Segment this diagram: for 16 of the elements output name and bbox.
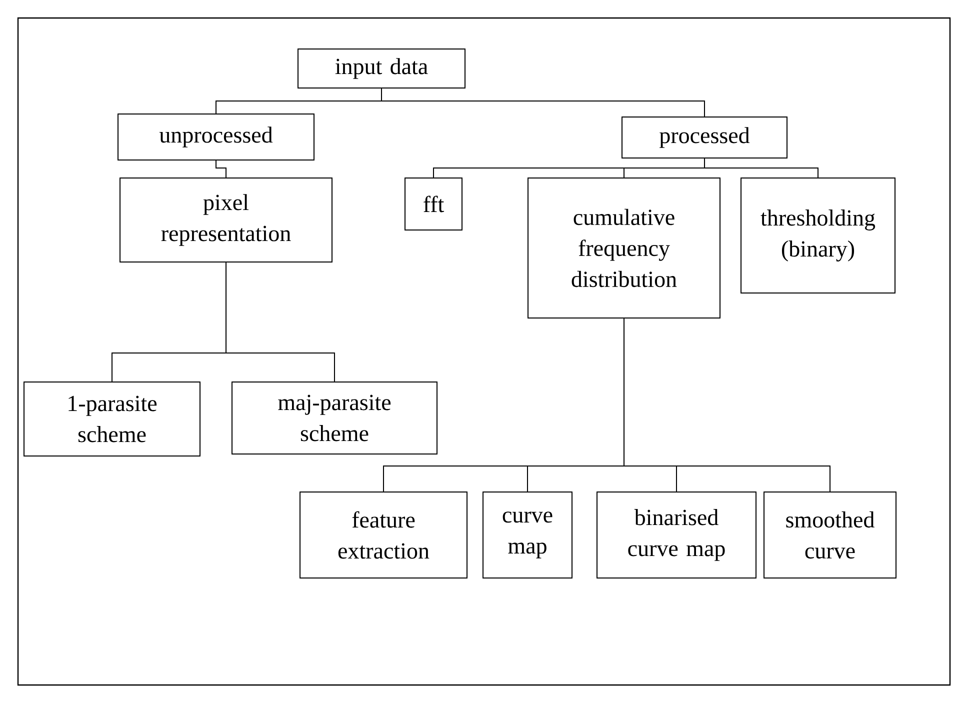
tree-box: pixel representation — [120, 178, 332, 262]
tree-box: input data — [298, 48, 466, 88]
tree-box: processed — [622, 116, 788, 158]
connector-line — [216, 160, 226, 178]
connector-line — [226, 262, 335, 382]
connector-line — [704, 158, 818, 178]
tree-box: 1-parasite scheme — [24, 382, 200, 456]
tree-box: binarised curve map — [596, 492, 756, 578]
tree-box: maj-parasite scheme — [232, 382, 438, 454]
tree-box: feature extraction — [300, 492, 468, 578]
tree-box: curve map — [482, 492, 572, 578]
tree-box: smoothed curve — [764, 492, 896, 578]
tree-box: cumulative frequency distribution — [528, 178, 720, 318]
tree-box: unprocessed — [118, 114, 314, 160]
tree-box: thresholding (binary) — [740, 178, 896, 294]
tree-box: fft — [404, 178, 462, 230]
